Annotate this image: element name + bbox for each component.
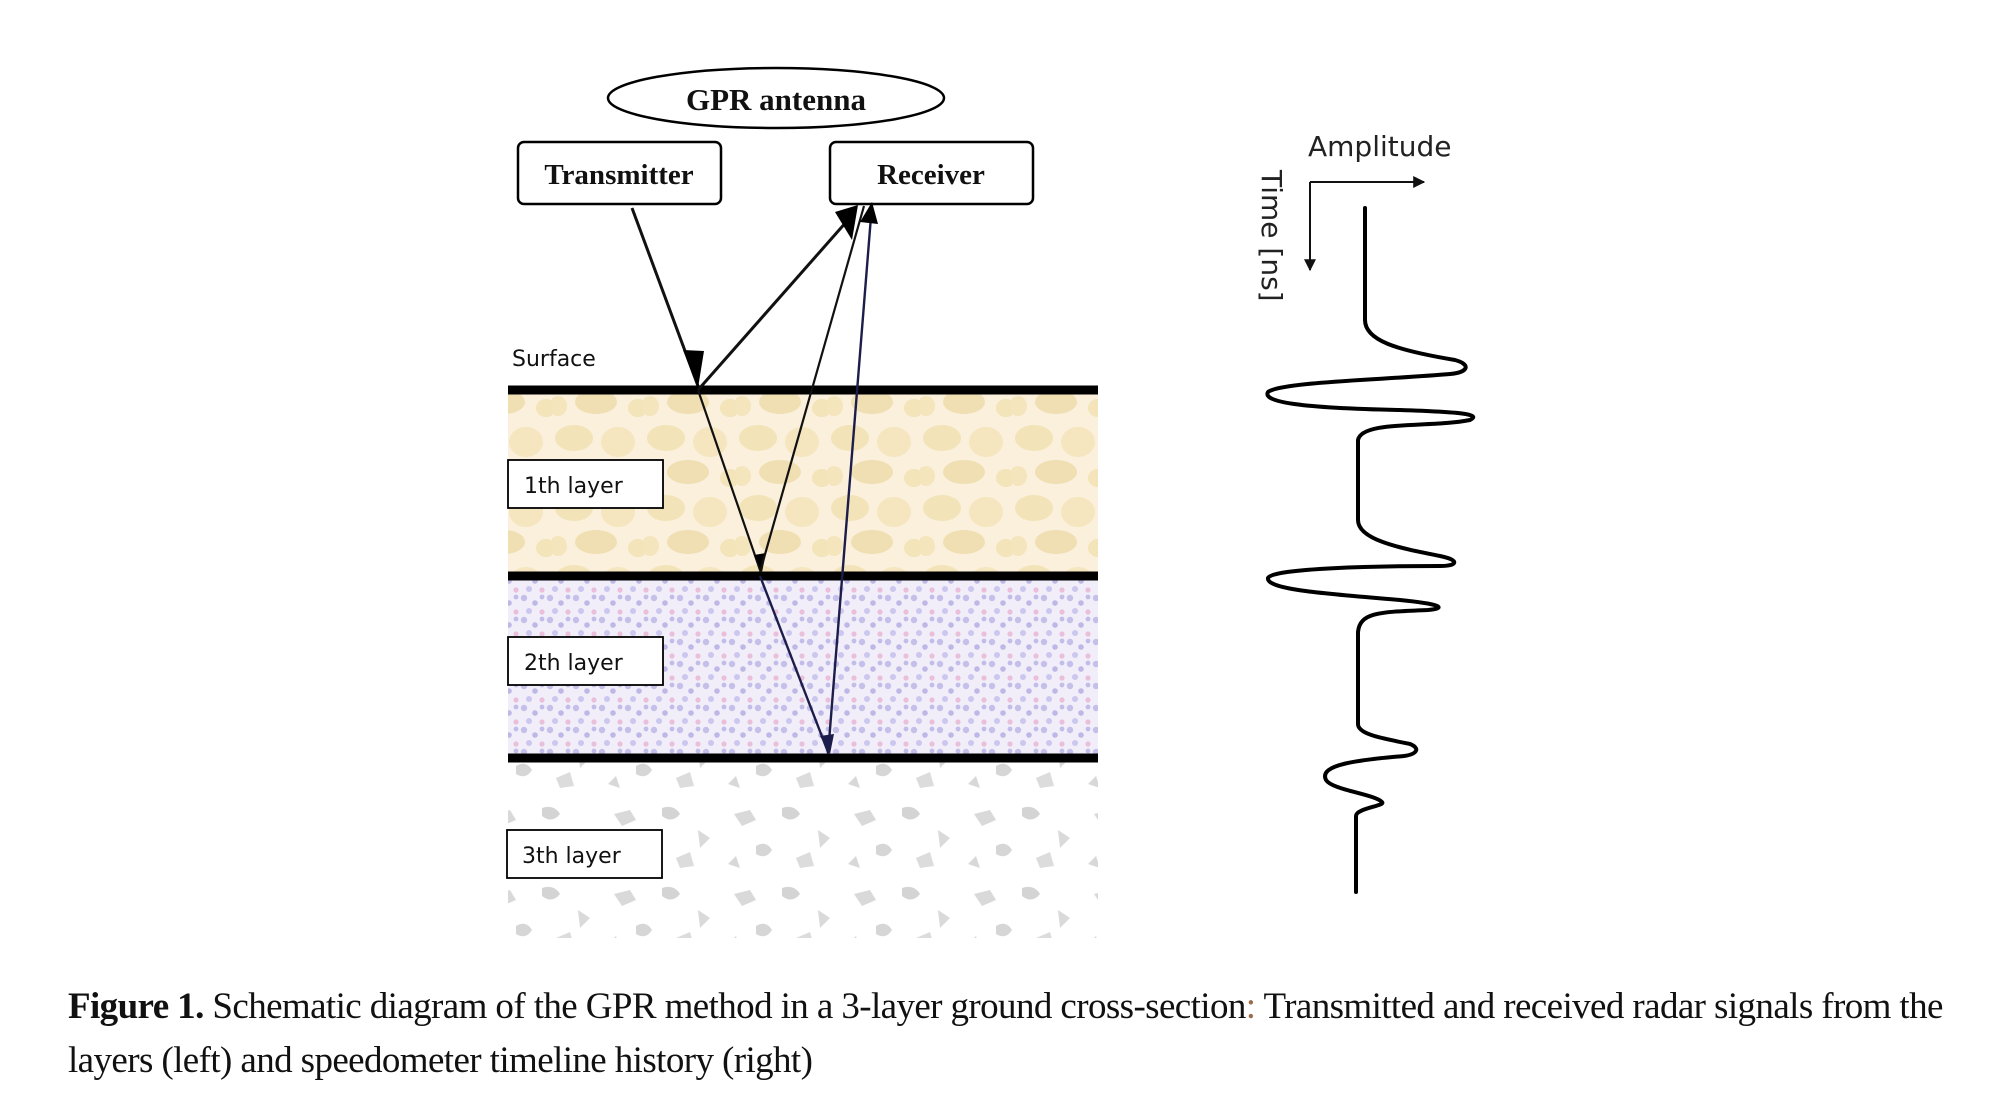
layer-1-label-box (507, 459, 664, 509)
surface-label: Surface (512, 347, 596, 372)
antenna-label: GPR antenna (686, 82, 866, 117)
receiver-label: Receiver (877, 159, 985, 191)
caption-colon: : (1245, 986, 1256, 1027)
caption-text-part1: Schematic diagram of the GPR method in a… (203, 986, 1246, 1027)
figure-number: Figure 1. (68, 986, 204, 1027)
layer-2-label-box (507, 636, 664, 686)
transmitter-label: Transmitter (544, 159, 693, 191)
surface-reflection-arrowhead (835, 205, 858, 240)
layer1-return-ray (758, 205, 866, 573)
layer2-down-arrowhead (820, 734, 834, 754)
incident-arrowhead (683, 350, 704, 388)
receiver-box (828, 140, 1035, 206)
layer2-down-ray (758, 575, 830, 753)
transmitter-box (516, 140, 723, 206)
layer-1-label: 1th layer (524, 474, 624, 499)
ray-paths (630, 202, 878, 755)
layer-3-label: 3th layer (522, 844, 622, 869)
antenna-ellipse (606, 66, 946, 130)
layer-2-label: 2th layer (524, 651, 624, 676)
layer-3-label-box (506, 829, 663, 879)
figure-caption: Figure 1. Schematic diagram of the GPR m… (68, 980, 1948, 1088)
return-arrowheads (860, 202, 878, 224)
radar-trace (1265, 206, 1476, 894)
amplitude-label: Amplitude (1308, 130, 1452, 163)
layer1-down-ray (696, 389, 762, 571)
layer2-return-ray (826, 203, 874, 755)
surface-reflection-ray (696, 211, 857, 391)
time-axis-label: Time [ns] (1255, 169, 1288, 302)
caption-text-part2: Transmitted and received radar signals f… (68, 986, 1943, 1081)
